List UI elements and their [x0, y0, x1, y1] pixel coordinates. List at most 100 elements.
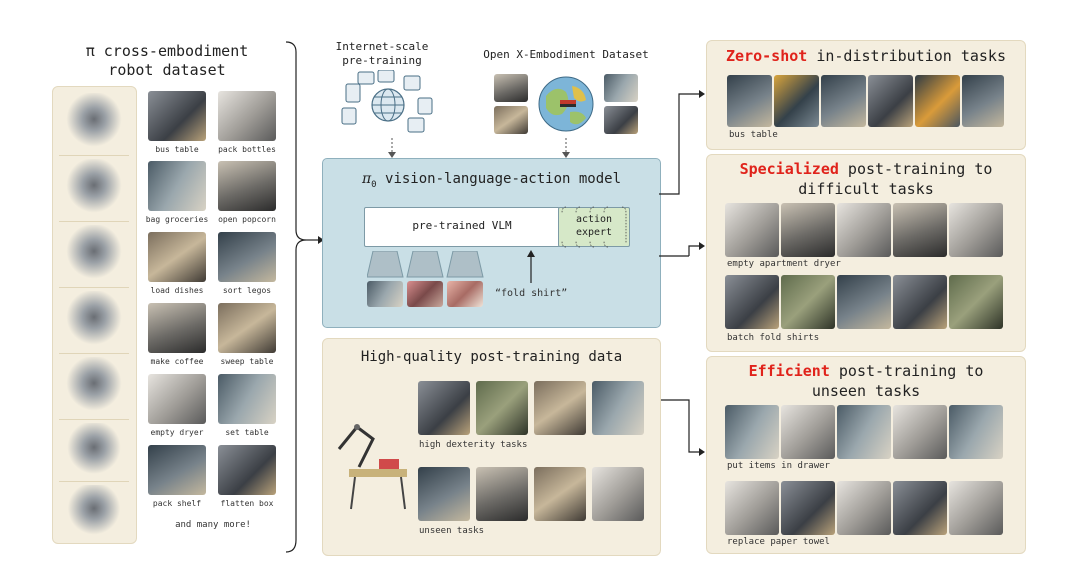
task-label: sort legos — [222, 286, 272, 295]
ef-image — [725, 481, 779, 535]
sp-image — [949, 203, 1003, 257]
ef-image — [893, 405, 947, 459]
task-image — [218, 91, 276, 141]
task-label: flatten box — [220, 499, 274, 508]
unseen-image — [592, 467, 644, 521]
and-many-more: and many more! — [175, 520, 251, 530]
model-title-rest: vision-language-action model — [376, 171, 622, 187]
model-title: π0 vision-language-action model — [323, 171, 660, 190]
oxe-image — [604, 74, 638, 102]
earth-icon — [538, 76, 594, 132]
efficient-line2: unseen tasks — [811, 382, 921, 400]
left-bracket — [285, 41, 324, 553]
zs-image — [774, 75, 819, 127]
oxe-image — [494, 106, 528, 134]
obs-image — [367, 281, 403, 307]
unseen-image — [476, 467, 528, 521]
output-arrows — [659, 90, 705, 257]
task-label: sweep table — [220, 357, 274, 366]
globe-icon — [341, 70, 433, 133]
unseen-image — [418, 467, 470, 521]
dex-image — [534, 381, 586, 435]
model-title-sub: 0 — [371, 179, 377, 190]
sp-caption-2: batch fold shirts — [727, 333, 820, 343]
efficient-panel: Efficient post-training to unseen tasks … — [706, 356, 1026, 554]
ef-image — [725, 405, 779, 459]
action-expert-box: action expert — [558, 207, 630, 247]
robot-image — [61, 423, 127, 477]
task-image — [218, 303, 276, 353]
sp-image — [837, 203, 891, 257]
dex-image — [476, 381, 528, 435]
vlm-box: pre-trained VLM — [364, 207, 560, 247]
action-expert-line1: action — [575, 214, 613, 225]
task-image — [148, 303, 206, 353]
task-image — [148, 445, 206, 495]
vlm-label: pre-trained VLM — [412, 219, 512, 232]
obs-image — [447, 281, 483, 307]
specialized-title: Specialized post-training to difficult t… — [707, 159, 1025, 199]
post-training-panel: High-quality post-training data high dex… — [322, 338, 661, 556]
robot-image — [61, 225, 127, 283]
internet-line1: Internet-scale — [335, 40, 429, 53]
task-image — [218, 445, 276, 495]
post-title: High-quality post-training data — [360, 349, 623, 365]
task-label: load dishes — [150, 286, 204, 295]
sp-caption-1: empty apartment dryer — [727, 259, 841, 269]
prompt-arrow — [527, 250, 535, 283]
task-image — [148, 374, 206, 424]
flow-loop-arrows — [561, 206, 627, 248]
unseen-caption: unseen tasks — [419, 526, 485, 536]
robot-dataset-panel — [52, 86, 137, 544]
dex-image — [592, 381, 644, 435]
sp-image — [725, 275, 779, 329]
ef-image — [949, 405, 1003, 459]
dex-image — [418, 381, 470, 435]
prompt-text: “fold shirt” — [495, 288, 568, 299]
ef-image — [837, 481, 891, 535]
left-title: π cross-embodiment robot dataset — [52, 42, 282, 80]
ef-image — [781, 405, 835, 459]
robot-image — [61, 93, 127, 151]
specialized-line2: difficult tasks — [798, 180, 934, 198]
obs-image — [407, 281, 443, 307]
internet-title: Internet-scale pre-training — [322, 40, 442, 68]
left-title-line1: π cross-embodiment — [85, 42, 249, 60]
zero-shot-rest: in-distribution tasks — [807, 47, 1006, 65]
ef-image — [837, 405, 891, 459]
zero-shot-title: Zero-shot in-distribution tasks — [707, 47, 1025, 65]
model-box: π0 vision-language-action model pre-trai… — [322, 158, 661, 328]
unseen-image — [534, 467, 586, 521]
task-label: pack bottles — [218, 145, 276, 154]
zs-image — [821, 75, 866, 127]
oxe-image — [494, 74, 528, 102]
zs-image — [868, 75, 913, 127]
oxe-title: Open X-Embodiment Dataset — [483, 48, 649, 61]
pretrain-arrows — [388, 138, 570, 158]
sp-image — [725, 203, 779, 257]
sp-image — [893, 275, 947, 329]
robot-image — [61, 357, 127, 415]
oxe-image — [604, 106, 638, 134]
model-title-pi: π — [361, 171, 372, 187]
specialized-panel: Specialized post-training to difficult t… — [706, 154, 1026, 352]
ef-image — [781, 481, 835, 535]
specialized-rest: post-training to — [838, 160, 993, 178]
task-grid: bus table pack bottles bag groceries ope… — [145, 88, 280, 558]
sp-image — [893, 203, 947, 257]
task-label: pack shelf — [152, 499, 202, 508]
task-image — [218, 161, 276, 211]
action-expert-line2: expert — [575, 227, 613, 238]
task-image — [148, 91, 206, 141]
zero-shot-highlight: Zero-shot — [726, 47, 808, 65]
zero-shot-panel: Zero-shot in-distribution tasks bus tabl… — [706, 40, 1026, 150]
task-label: bus table — [155, 145, 199, 154]
task-image — [148, 161, 206, 211]
ef-caption-2: replace paper towel — [727, 537, 830, 547]
task-image — [148, 232, 206, 282]
sp-image — [781, 203, 835, 257]
robot-image — [61, 485, 127, 537]
task-label: make coffee — [150, 357, 204, 366]
ef-caption-1: put items in drawer — [727, 461, 830, 471]
zs-caption: bus table — [729, 130, 778, 140]
